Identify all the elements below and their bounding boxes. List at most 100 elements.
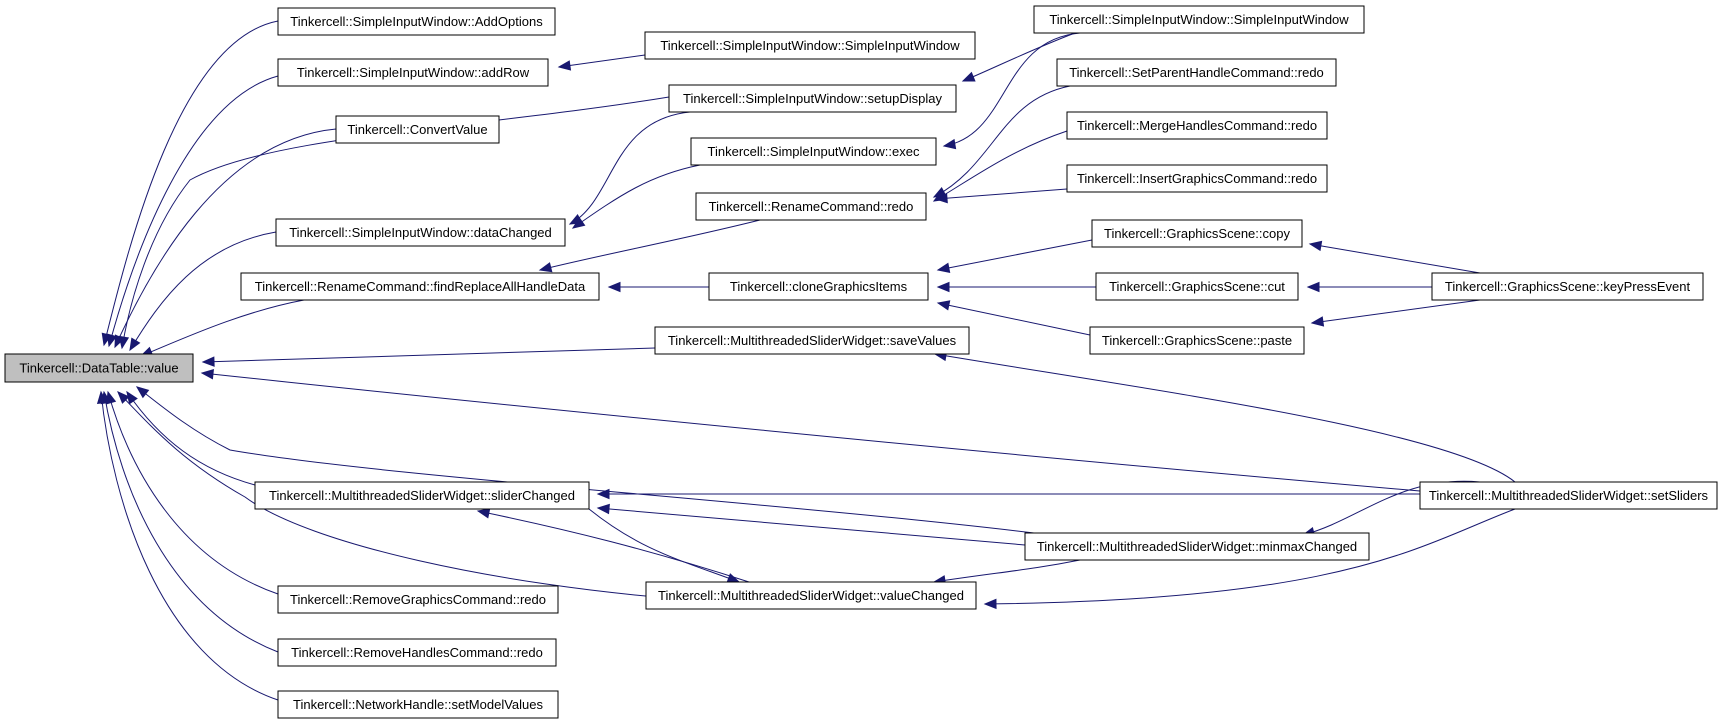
node-label: Tinkercell::ConvertValue — [347, 122, 487, 137]
node-label: Tinkercell::GraphicsScene::paste — [1102, 333, 1292, 348]
node-label: Tinkercell::SimpleInputWindow::dataChang… — [289, 225, 552, 240]
edge-copy-to-cloneItems — [936, 239, 1093, 273]
node-label: Tinkercell::SimpleInputWindow::AddOption… — [290, 14, 543, 29]
node-cut[interactable]: Tinkercell::GraphicsScene::cut — [1095, 272, 1299, 301]
arrow-head — [1308, 240, 1323, 252]
edge-keyPress-to-paste — [1310, 299, 1481, 327]
edge-findReplace-to-value — [139, 299, 305, 357]
arrow-head — [1306, 281, 1320, 293]
edge-valueChanged-to-value — [117, 391, 681, 600]
node-label: Tinkercell::SimpleInputWindow::setupDisp… — [683, 91, 942, 106]
node-label: Tinkercell::SimpleInputWindow::addRow — [297, 65, 530, 80]
arrow-head — [568, 213, 583, 225]
edge-setSliders-to-sliderChanged — [596, 488, 1420, 500]
edge-saveValues-to-value — [201, 347, 656, 367]
node-label: Tinkercell::SimpleInputWindow::SimpleInp… — [660, 38, 960, 53]
arrow-head — [1310, 316, 1325, 327]
edge-siwCtorB-to-exec — [942, 32, 1081, 150]
node-paste[interactable]: Tinkercell::GraphicsScene::paste — [1089, 326, 1305, 355]
node-minmaxChanged[interactable]: Tinkercell::MultithreadedSliderWidget::m… — [1024, 532, 1370, 561]
edge-keyPress-to-copy — [1308, 240, 1481, 274]
edge-insertRedo-to-renameRedo — [934, 188, 1068, 204]
node-removeHandlesRedo[interactable]: Tinkercell::RemoveHandlesCommand::redo — [277, 638, 557, 667]
arrow-head — [201, 356, 215, 367]
arrow-head — [200, 369, 214, 380]
arrow-head — [135, 386, 150, 399]
edge-setupDisplay-to-dataChanged — [568, 111, 691, 225]
edge-cut-to-cloneItems — [936, 281, 1096, 293]
arrow-head — [961, 71, 976, 82]
node-saveValues[interactable]: Tinkercell::MultithreadedSliderWidget::s… — [654, 326, 970, 355]
arrow-head — [607, 281, 621, 293]
edge-siwCtorB-to-setupDisplay — [961, 32, 1076, 82]
node-cloneItems[interactable]: Tinkercell::cloneGraphicsItems — [708, 272, 929, 301]
node-label: Tinkercell::NetworkHandle::setModelValue… — [293, 697, 543, 712]
node-sliderChanged[interactable]: Tinkercell::MultithreadedSliderWidget::s… — [254, 481, 590, 510]
edge-siwCtorA-to-addRow — [557, 54, 646, 71]
node-convertValue[interactable]: Tinkercell::ConvertValue — [335, 115, 500, 144]
node-label: Tinkercell::RemoveGraphicsCommand::redo — [290, 592, 546, 607]
node-removeGraphicsRedo[interactable]: Tinkercell::RemoveGraphicsCommand::redo — [277, 585, 559, 614]
node-label: Tinkercell::RenameCommand::findReplaceAl… — [255, 279, 586, 294]
arrow-head — [942, 138, 957, 150]
edge-setSliders-to-value — [200, 369, 1421, 492]
graph-edges — [96, 20, 1516, 701]
node-setupDisplay[interactable]: Tinkercell::SimpleInputWindow::setupDisp… — [668, 84, 957, 113]
arrow-head — [936, 281, 950, 293]
edge-setupDisplay-to-value — [118, 96, 670, 350]
arrow-head — [538, 262, 553, 273]
node-addRow[interactable]: Tinkercell::SimpleInputWindow::addRow — [277, 58, 549, 87]
edge-sliderChanged-to-valueChanged — [588, 508, 741, 583]
node-label: Tinkercell::SetParentHandleCommand::redo — [1069, 65, 1324, 80]
node-exec[interactable]: Tinkercell::SimpleInputWindow::exec — [690, 137, 937, 166]
edge-exec-to-dataChanged — [571, 164, 701, 229]
arrow-head — [596, 503, 610, 515]
arrow-head — [476, 508, 491, 519]
node-label: Tinkercell::RenameCommand::redo — [709, 199, 914, 214]
node-label: Tinkercell::RemoveHandlesCommand::redo — [291, 645, 543, 660]
edge-dataChanged-to-value — [129, 231, 277, 352]
edge-setSliders-to-saveValues — [933, 350, 1516, 483]
arrow-head — [96, 390, 108, 404]
arrow-head — [936, 300, 951, 311]
edge-sliderChanged-to-value — [126, 390, 256, 486]
arrow-head — [129, 337, 141, 352]
node-setParentRedo[interactable]: Tinkercell::SetParentHandleCommand::redo — [1056, 58, 1337, 87]
node-label: Tinkercell::MultithreadedSliderWidget::s… — [1429, 488, 1709, 503]
graph-nodes: Tinkercell::DataTable::valueTinkercell::… — [4, 5, 1718, 719]
node-label: Tinkercell::GraphicsScene::copy — [1104, 226, 1290, 241]
edge-valueChanged-to-sliderChanged — [476, 508, 750, 583]
edge-cloneItems-to-findReplace — [607, 281, 709, 293]
edge-setSliders-to-valueChanged — [983, 508, 1516, 610]
node-label: Tinkercell::MultithreadedSliderWidget::m… — [1037, 539, 1357, 554]
node-setSliders[interactable]: Tinkercell::MultithreadedSliderWidget::s… — [1419, 481, 1718, 510]
node-insertRedo[interactable]: Tinkercell::InsertGraphicsCommand::redo — [1066, 164, 1328, 193]
node-label: Tinkercell::GraphicsScene::keyPressEvent — [1445, 279, 1691, 294]
arrow-head — [983, 598, 997, 610]
node-setModelValues[interactable]: Tinkercell::NetworkHandle::setModelValue… — [277, 690, 559, 719]
node-keyPress[interactable]: Tinkercell::GraphicsScene::keyPressEvent — [1431, 272, 1704, 301]
node-valueChanged[interactable]: Tinkercell::MultithreadedSliderWidget::v… — [645, 581, 977, 610]
node-dataChanged[interactable]: Tinkercell::SimpleInputWindow::dataChang… — [275, 218, 566, 247]
arrow-head — [936, 262, 951, 273]
node-label: Tinkercell::SimpleInputWindow::exec — [708, 144, 920, 159]
node-findReplace[interactable]: Tinkercell::RenameCommand::findReplaceAl… — [240, 272, 600, 301]
node-addOptions[interactable]: Tinkercell::SimpleInputWindow::AddOption… — [277, 7, 556, 36]
edge-renameRedo-to-findReplace — [538, 219, 761, 273]
node-label: Tinkercell::MultithreadedSliderWidget::s… — [668, 333, 957, 348]
node-label: Tinkercell::MultithreadedSliderWidget::v… — [658, 588, 964, 603]
node-value[interactable]: Tinkercell::DataTable::value — [4, 353, 194, 383]
node-siwCtorB[interactable]: Tinkercell::SimpleInputWindow::SimpleInp… — [1033, 5, 1365, 34]
arrow-head — [934, 192, 948, 204]
node-label: Tinkercell::SimpleInputWindow::SimpleInp… — [1049, 12, 1349, 27]
node-renameRedo[interactable]: Tinkercell::RenameCommand::redo — [695, 192, 927, 221]
edge-minmaxChanged-to-valueChanged — [932, 559, 1081, 586]
node-mergeRedo[interactable]: Tinkercell::MergeHandlesCommand::redo — [1066, 111, 1328, 140]
node-label: Tinkercell::DataTable::value — [19, 361, 178, 376]
edge-keyPress-to-cut — [1306, 281, 1432, 293]
node-label: Tinkercell::GraphicsScene::cut — [1109, 279, 1285, 294]
edge-paste-to-cloneItems — [936, 300, 1091, 336]
arrow-head — [106, 333, 118, 348]
node-siwCtorA[interactable]: Tinkercell::SimpleInputWindow::SimpleInp… — [644, 31, 976, 60]
node-copy[interactable]: Tinkercell::GraphicsScene::copy — [1091, 219, 1303, 248]
